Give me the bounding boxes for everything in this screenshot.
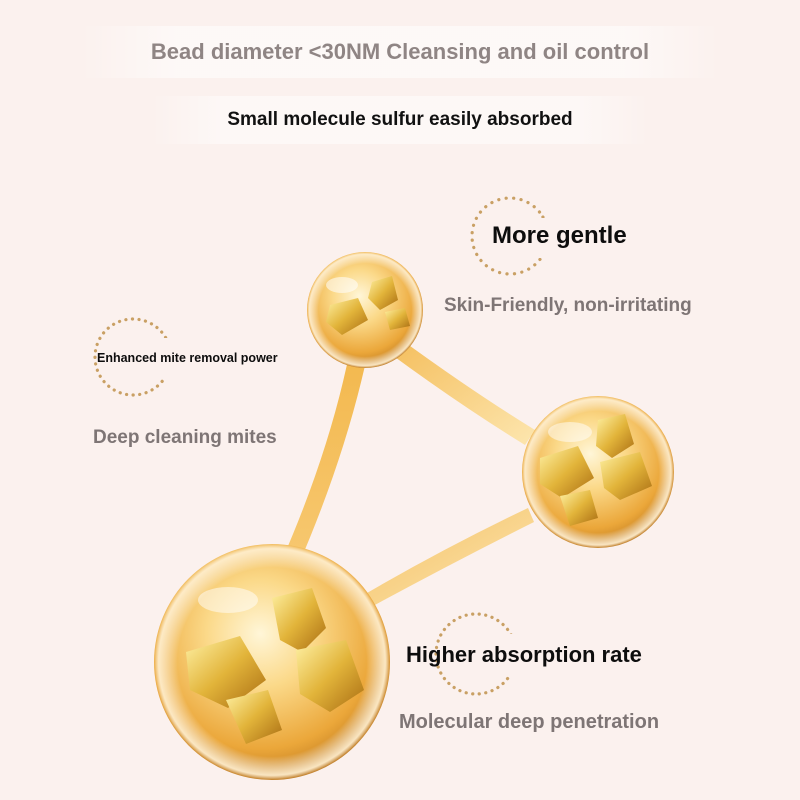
crystal <box>186 636 266 708</box>
subheadline-text: Small molecule sulfur easily absorbed <box>227 109 573 130</box>
bond-top-bottom <box>282 350 368 566</box>
crystal <box>226 690 282 744</box>
subheadline-banner: Small molecule sulfur easily absorbed <box>150 96 650 144</box>
crystal <box>272 588 326 652</box>
headline-text: Bead diameter <30NM Cleansing and oil co… <box>150 39 650 64</box>
crystal <box>326 298 368 335</box>
sphere-bottom <box>154 544 390 780</box>
bond-top-right <box>388 335 535 445</box>
sphere-top <box>307 252 423 368</box>
dotted-ring-gentle <box>470 196 550 276</box>
absorption-title: Higher absorption rate <box>406 642 642 667</box>
gentle-subtitle: Skin-Friendly, non-irritating <box>444 295 692 316</box>
headline-banner: Bead diameter <30NM Cleansing and oil co… <box>80 26 720 78</box>
crystal <box>600 452 652 500</box>
gentle-title: More gentle <box>492 222 627 249</box>
crystal <box>540 446 594 498</box>
sphere-right <box>522 396 674 548</box>
crystal <box>385 308 410 330</box>
crystal <box>296 640 364 712</box>
crystal <box>596 414 634 458</box>
bond-right-bottom <box>355 508 534 612</box>
crystal <box>368 276 398 310</box>
absorption-subtitle: Molecular deep penetration <box>399 711 660 733</box>
mite-title: Enhanced mite removal power <box>97 351 278 365</box>
mite-subtitle: Deep cleaning mites <box>93 427 277 448</box>
crystal <box>560 490 598 526</box>
